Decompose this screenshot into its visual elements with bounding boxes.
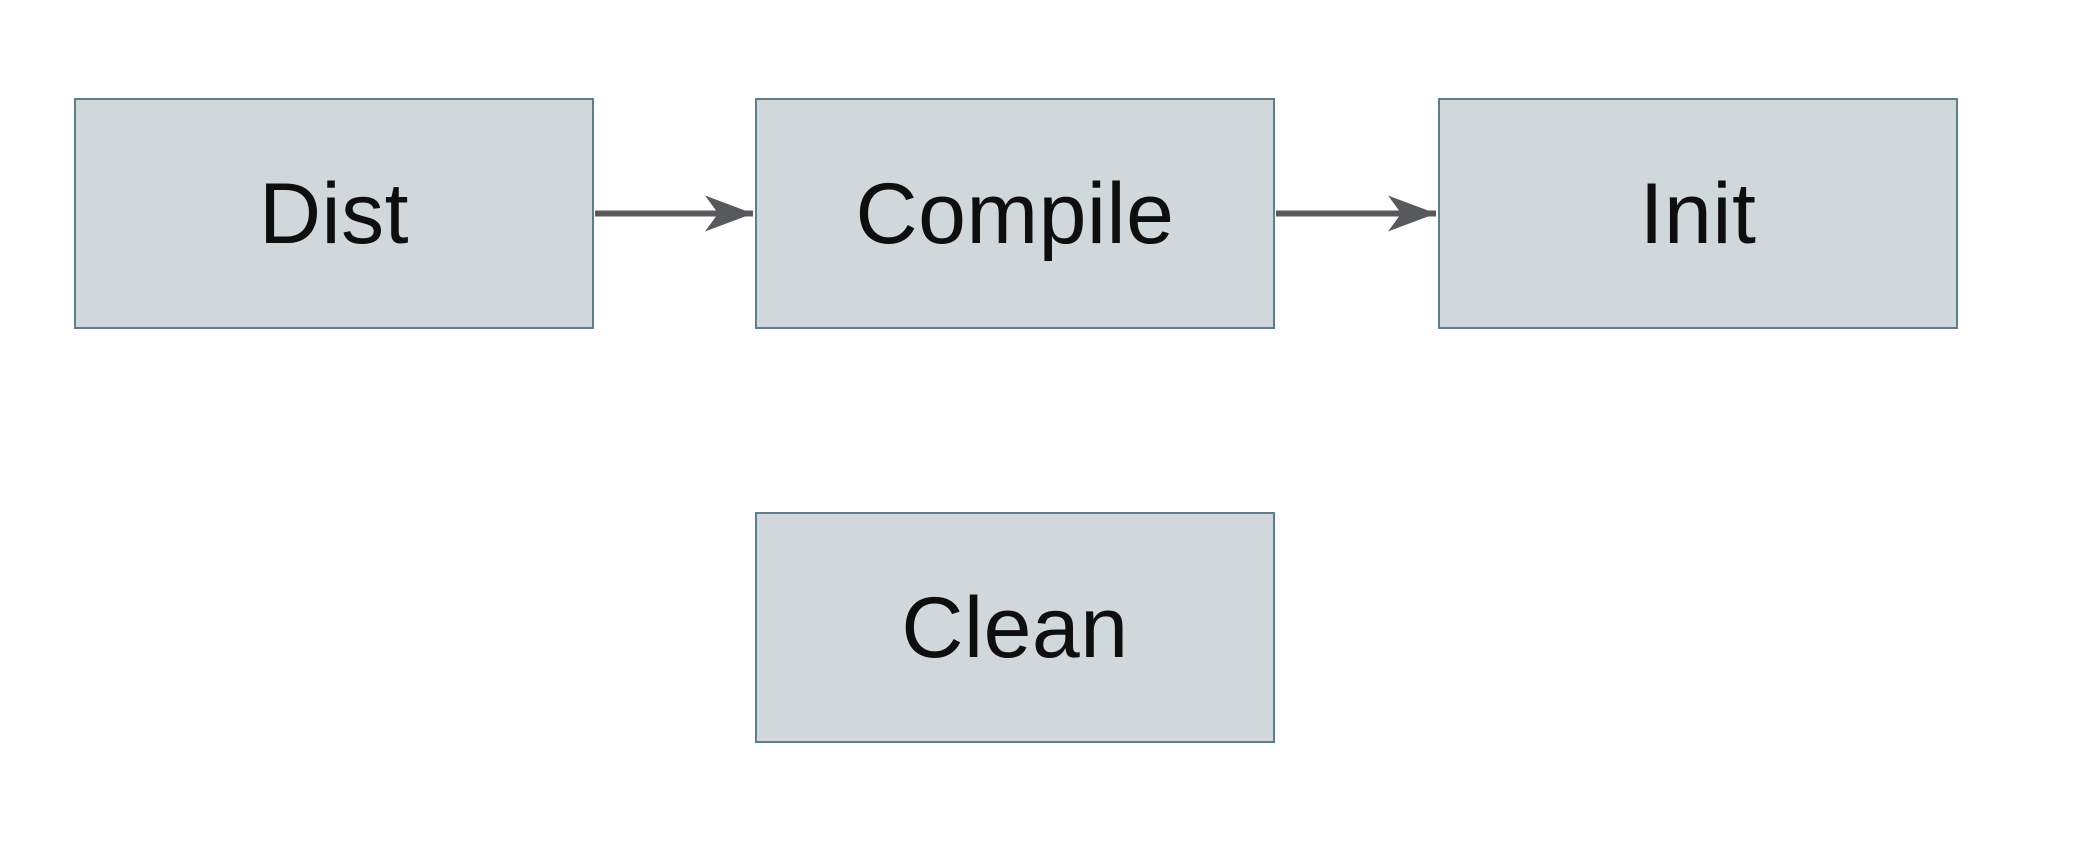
node-init-label: Init <box>1639 165 1757 262</box>
node-compile: Compile <box>755 98 1275 329</box>
node-dist: Dist <box>74 98 594 329</box>
node-compile-label: Compile <box>855 165 1175 262</box>
node-dist-label: Dist <box>258 165 410 262</box>
node-clean-label: Clean <box>901 579 1129 676</box>
node-init: Init <box>1438 98 1958 329</box>
node-clean: Clean <box>755 512 1275 743</box>
